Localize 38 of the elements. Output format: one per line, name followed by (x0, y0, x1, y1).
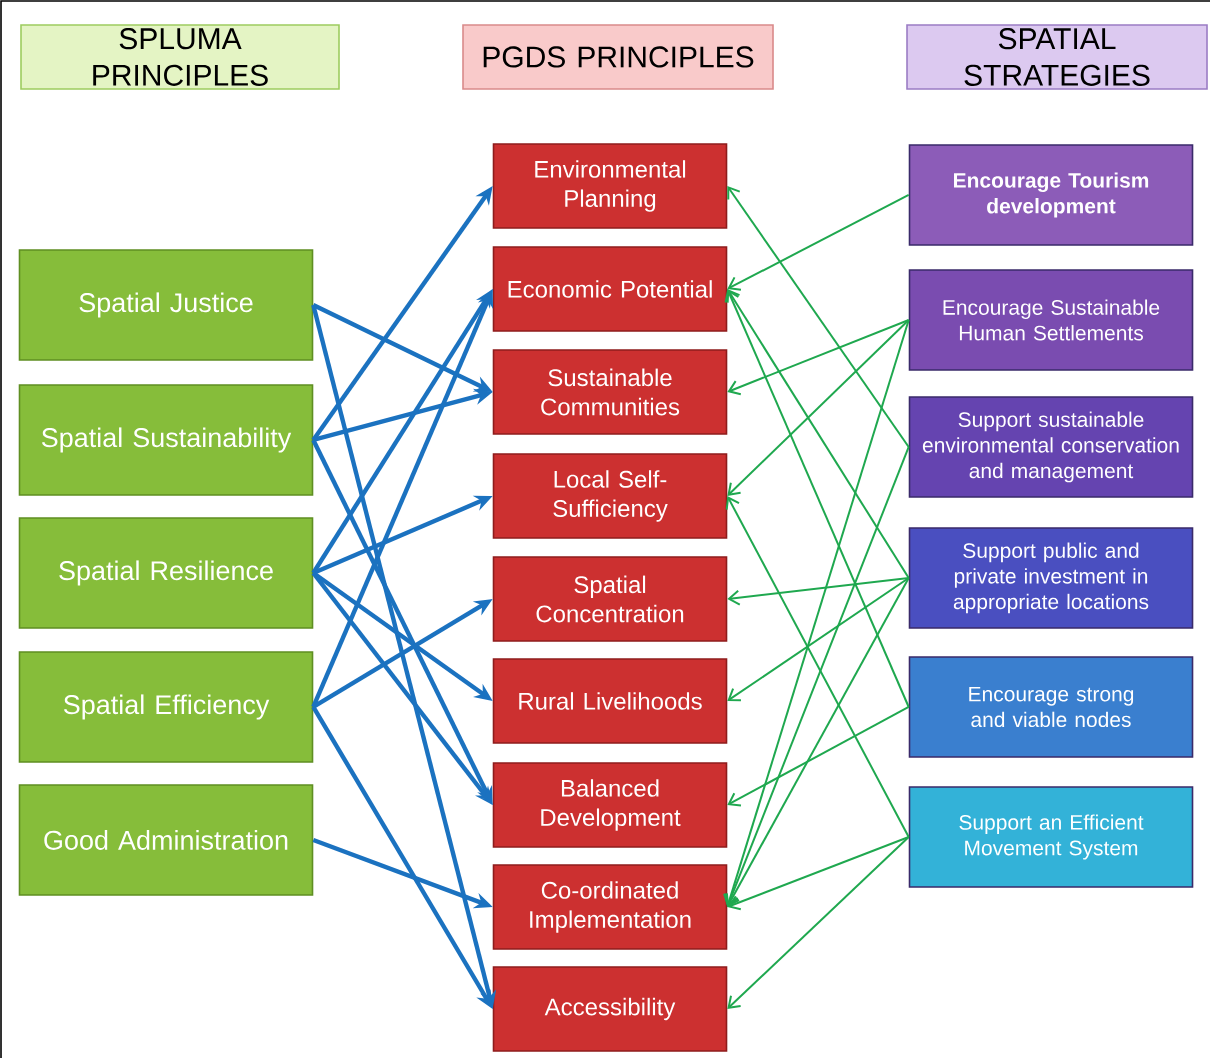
principle-box: Rural Livelihoods (492, 658, 728, 744)
arrow (724, 446, 910, 907)
header-box: PGDS PRINCIPLES (462, 24, 774, 90)
principle-box: Accessibility (492, 966, 728, 1052)
arrow (727, 836, 910, 911)
strategy-box: Support an Efficient Movement System (908, 786, 1194, 888)
arrow (727, 194, 910, 291)
principle-box: Spatial Resilience (18, 517, 314, 629)
arrow (727, 185, 910, 448)
arrow (727, 577, 910, 606)
arrow (725, 577, 910, 907)
principle-box: Economic Potential (492, 246, 728, 332)
principle-box: Balanced Development (492, 762, 728, 848)
principle-box: Local Self-Sufficiency (492, 453, 728, 539)
principle-box: Spatial Sustainability (18, 384, 314, 496)
arrow (727, 706, 910, 807)
principle-box: Environmental Planning (492, 143, 728, 229)
strategy-box: Encourage Tourism development (908, 144, 1194, 246)
principle-box: Spatial Justice (18, 249, 314, 361)
arrow (724, 289, 910, 708)
arrow (727, 319, 910, 396)
strategy-box: Encourage Sustainable Human Settlements (908, 269, 1194, 371)
strategy-box: Encourage strong and viable nodes (908, 656, 1194, 758)
arrow (726, 289, 910, 579)
arrow (725, 496, 910, 838)
header-box: SPATIAL STRATEGIES (906, 24, 1208, 90)
strategy-box: Support public and private investment in appropriate locations (908, 527, 1194, 629)
arrow (727, 577, 910, 702)
principle-box: Co-ordinated Implementation (492, 864, 728, 950)
arrow (727, 836, 910, 1009)
principle-box: Spatial Efficiency (18, 651, 314, 763)
principle-box: Sustainable Communities (492, 349, 728, 435)
principle-box: Spatial Concentration (492, 556, 728, 642)
arrow (723, 319, 910, 907)
strategy-box: Support sustainable environmental conservation and management (908, 396, 1194, 498)
header-box: SPLUMA PRINCIPLES (20, 24, 340, 90)
principle-box: Good Administration (18, 784, 314, 896)
arrow (727, 319, 910, 496)
